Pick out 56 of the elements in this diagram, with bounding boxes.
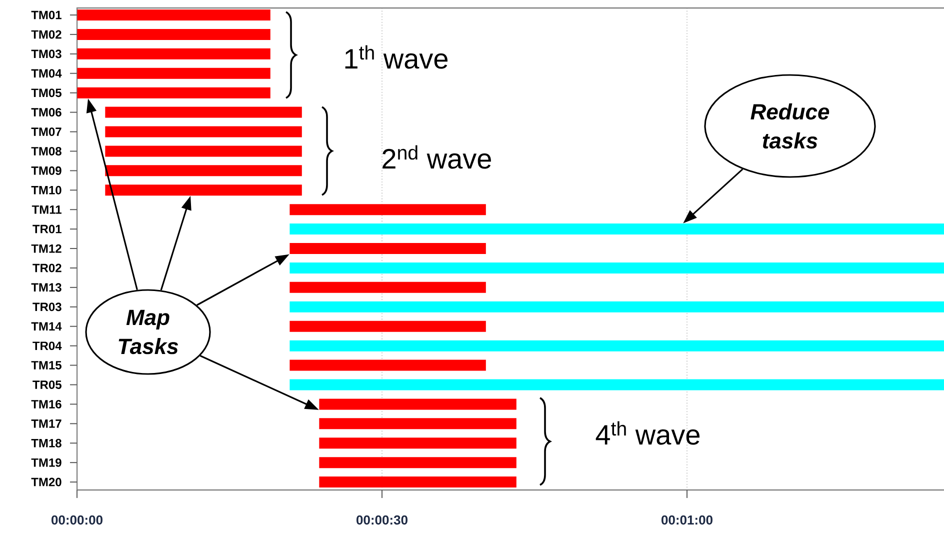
task-bar — [290, 340, 944, 352]
task-bar — [290, 262, 944, 274]
task-bar — [290, 224, 944, 235]
row-label: TR05 — [32, 380, 62, 389]
row-label: TM16 — [31, 400, 62, 408]
wave-label: 2$^{nd}$ wave — [382, 145, 491, 169]
row-label: TM06 — [31, 108, 62, 117]
row-label: TR03 — [32, 302, 62, 312]
row-label: TM08 — [31, 146, 62, 156]
task-bar — [105, 146, 302, 157]
row-label: TM07 — [31, 128, 62, 136]
task-bar — [319, 476, 516, 488]
task-bar — [290, 301, 944, 312]
row-label: TM17 — [31, 420, 62, 428]
row-label: TM14 — [31, 322, 62, 330]
row-label: TM19 — [31, 458, 62, 467]
row-label: TM13 — [31, 283, 62, 292]
tick-label: 00:00:00 — [52, 515, 102, 525]
row-label: TM01 — [31, 10, 62, 20]
task-bar — [319, 438, 516, 449]
task-bar — [290, 282, 486, 293]
row-label: TR01 — [32, 224, 62, 234]
task-bar — [105, 184, 302, 196]
task-bar — [290, 379, 944, 390]
row-label: TM20 — [31, 478, 62, 486]
row-label: TM02 — [31, 30, 62, 39]
task-bar — [319, 418, 516, 430]
task-bar — [319, 398, 516, 410]
tick-label: 00:00:30 — [356, 515, 408, 525]
row-label: TM15 — [31, 361, 62, 370]
task-bar — [77, 87, 270, 98]
row-label: TR02 — [32, 264, 62, 272]
task-bar — [77, 68, 270, 79]
task-bar — [319, 457, 516, 468]
task-bar — [77, 48, 270, 60]
row-label: TM04 — [31, 69, 62, 78]
row-label: TM10 — [31, 186, 62, 194]
task-bar — [77, 10, 270, 20]
task-bar — [290, 243, 486, 254]
wave-label: 1$^{th}$ wave — [345, 45, 448, 69]
row-label: TM09 — [31, 166, 62, 175]
row-label: TM12 — [31, 244, 62, 253]
row-label: TM03 — [31, 50, 62, 58]
tick-label: 00:01:00 — [662, 515, 712, 525]
row-label: TR04 — [32, 342, 62, 350]
row-label: TM05 — [31, 88, 62, 98]
task-bar — [105, 126, 302, 138]
row-label: TM11 — [32, 205, 62, 214]
task-bar — [290, 204, 486, 216]
task-bar — [105, 165, 302, 176]
task-bar — [290, 360, 486, 371]
row-label: TM18 — [31, 438, 62, 448]
task-bar — [290, 320, 486, 332]
wave-label: 4$^{th}$ wave — [596, 421, 700, 445]
task-bar — [105, 106, 302, 118]
task-bar — [77, 28, 270, 40]
